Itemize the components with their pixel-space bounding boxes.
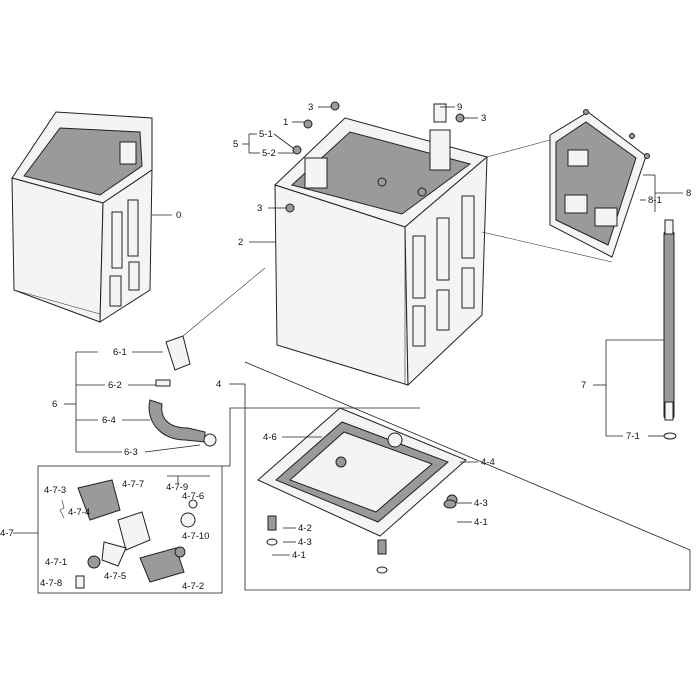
callout-4-7: 4-7 [0,528,14,539]
callout-4-7-10: 4-7-10 [182,531,209,542]
callout-4-2: 4-2 [298,523,312,534]
callout-4-7-3: 4-7-3 [44,485,66,496]
pump-assembly-4-7 [59,479,198,589]
callout-4-6: 4-6 [263,432,277,443]
hose-7 [663,219,677,440]
callout-4-7-8: 4-7-8 [40,578,62,589]
callout-1: 1 [283,117,288,128]
rear-cover-8 [549,109,650,258]
callout-6-2: 6-2 [108,380,122,391]
callout-4-4: 4-4 [481,457,495,468]
callout-4-7-7: 4-7-7 [122,479,144,490]
drain-hose-group-6 [148,335,217,447]
leveling-foot-right [443,499,457,509]
callout-3-top: 3 [308,102,313,113]
callout-4-7-1: 4-7-1 [45,557,67,568]
callout-0: 0 [176,210,181,221]
callout-4-7-2: 4-7-2 [182,581,204,592]
callout-7: 7 [581,380,586,391]
base-frame-4-4 [257,407,467,537]
callout-4-3-right: 4-3 [474,498,488,509]
callout-8: 8 [686,188,691,199]
leveling-foot-left [266,515,278,546]
callout-4-1-right: 4-1 [474,517,488,528]
callout-2: 2 [238,237,243,248]
leveling-foot-bottom [376,539,388,574]
cabinet-frame-2 [274,117,489,387]
callout-4-1-left: 4-1 [292,550,306,561]
callout-3-left: 3 [257,203,262,214]
callout-5-1: 5-1 [259,129,273,140]
callout-6-3: 6-3 [124,447,138,458]
callout-4: 4 [216,379,221,390]
cabinet-assembly-0 [11,111,153,323]
callout-8-1: 8-1 [648,195,662,206]
callout-5-2: 5-2 [262,148,276,159]
callout-7-1: 7-1 [626,431,640,442]
callout-3-right: 3 [481,113,486,124]
callout-6-4: 6-4 [102,415,116,426]
callout-9: 9 [457,102,462,113]
callout-4-7-5: 4-7-5 [104,571,126,582]
callout-4-3-left: 4-3 [298,537,312,548]
callout-4-7-9: 4-7-9 [166,482,188,493]
callout-4-7-4: 4-7-4 [68,507,90,518]
callout-6-1: 6-1 [113,347,127,358]
callout-4-7-6: 4-7-6 [182,491,204,502]
callout-6: 6 [52,399,57,410]
callout-5: 5 [233,139,238,150]
